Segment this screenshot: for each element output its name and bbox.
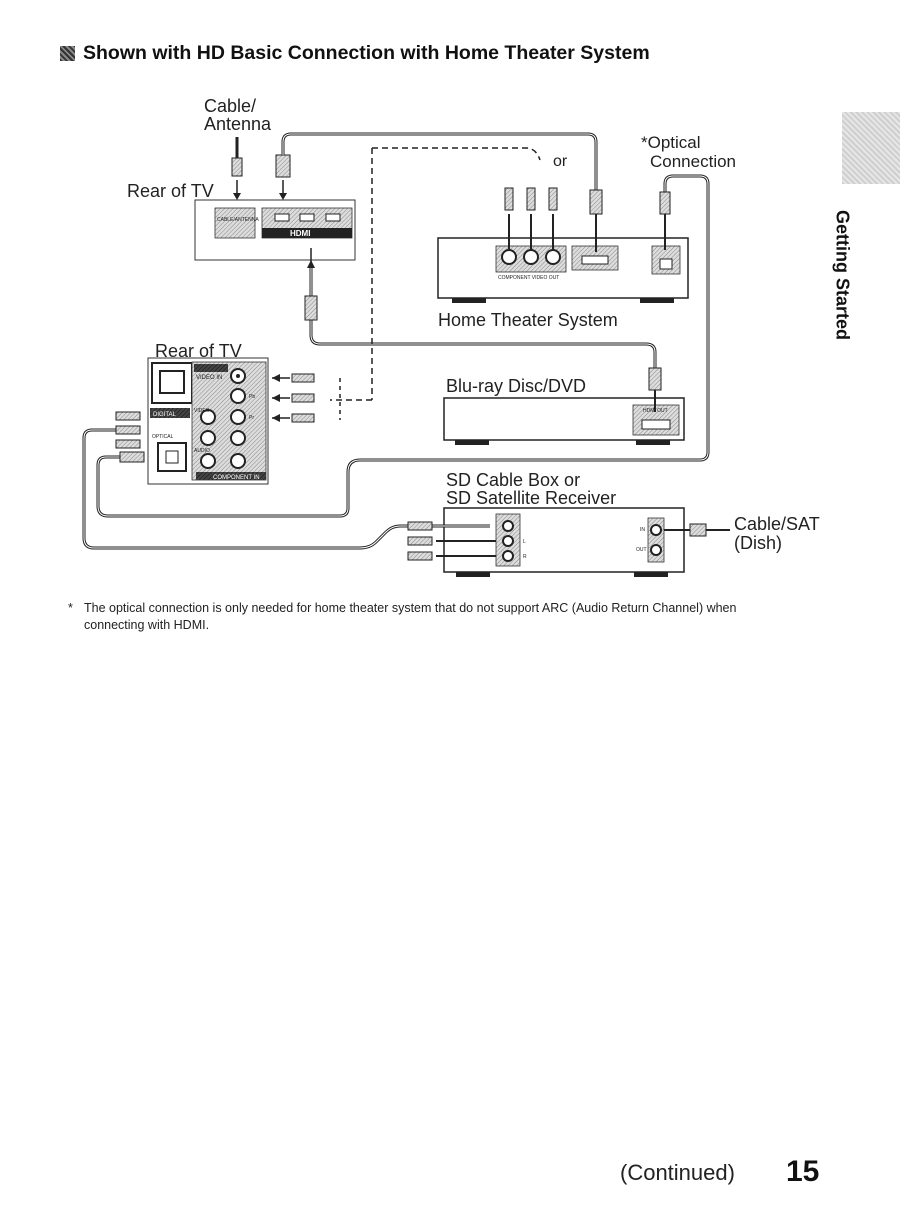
port-optical: OPTICAL [152, 434, 174, 440]
optical-label-1: *Optical [641, 133, 701, 152]
port-digital: DIGITAL [153, 412, 177, 418]
cable-sat-label-2: (Dish) [734, 533, 782, 553]
port-component-video-out: COMPONENT VIDEO OUT [498, 275, 559, 281]
component-plug-icons [304, 187, 671, 391]
port-pb: Pb [249, 394, 255, 400]
cable-antenna-label-2: Antenna [204, 114, 272, 134]
side-tab-marker [842, 112, 900, 184]
section-heading: Shown with HD Basic Connection with Home… [60, 42, 650, 65]
port-sd-r: R [523, 554, 527, 560]
footnote-star: * [68, 601, 73, 615]
home-theater-unit: COMPONENT VIDEO OUT [437, 237, 689, 303]
rear-of-tv-top-label: Rear of TV [127, 181, 214, 201]
cable-antenna-label-1: Cable/ [204, 96, 256, 116]
port-sd-out: OUT [636, 547, 647, 553]
optical-label-2: Connection [650, 152, 736, 171]
bluray-player-unit: HDMI OUT [443, 397, 685, 445]
port-cable-antenna: CABLE/ANTENNA [217, 217, 259, 223]
antenna-plug-icon [231, 137, 243, 200]
hdmi-plug-icon [275, 154, 291, 200]
port-sd-in: IN [640, 527, 645, 533]
sd-box-label-2: SD Satellite Receiver [446, 488, 616, 508]
rear-of-tv-left-label: Rear of TV [155, 341, 242, 361]
page-number: 15 [786, 1155, 820, 1188]
footnote-text: The optical connection is only needed fo… [84, 601, 737, 632]
port-audio: AUDIO [194, 448, 210, 454]
or-label: or [553, 153, 568, 170]
bluray-label: Blu-ray Disc/DVD [446, 376, 586, 396]
tv-rear-panel-top: CABLE/ANTENNA HDMI [194, 199, 356, 261]
home-theater-label: Home Theater System [438, 310, 618, 330]
heading-text: Shown with HD Basic Connection with Home… [83, 42, 650, 64]
heading-bullet-icon [60, 46, 75, 61]
port-component-in: COMPONENT IN [213, 475, 260, 481]
port-sd-l: L [523, 539, 526, 545]
tv-rear-panel-left: VIDEO IN Pb Pr DIGITAL VIDEO OPTICAL AUD… [147, 357, 269, 485]
sd-box-label-1: SD Cable Box or [446, 470, 580, 490]
port-video-in: VIDEO IN [196, 375, 222, 381]
footnote: * The optical connection is only needed … [68, 600, 788, 634]
cable-sat-label-1: Cable/SAT [734, 514, 820, 534]
connection-diagram: Cable/ Antenna Rear of TV Rear of TV or … [82, 96, 820, 577]
hdmi-logo: HDMI [290, 229, 310, 238]
port-pr: Pr [249, 415, 254, 421]
sd-cable-box-unit: L R IN OUT [443, 507, 685, 577]
tv-side-plug-icons [115, 373, 707, 561]
continued-label: (Continued) [620, 1160, 735, 1185]
cable-lines [82, 132, 730, 557]
port-video: VIDEO [194, 408, 210, 414]
